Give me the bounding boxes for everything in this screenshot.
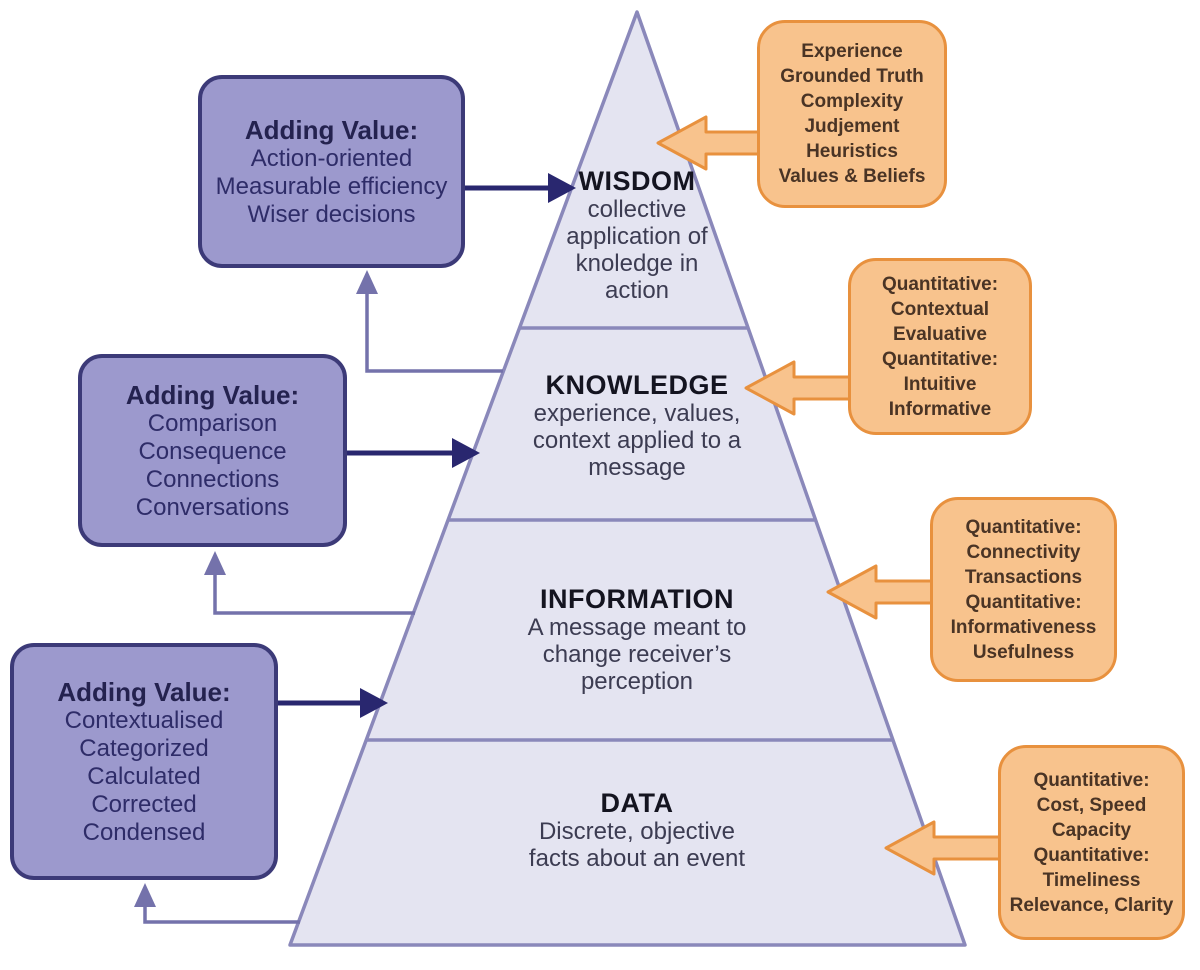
elbow-arrow-knowledge-to-wisdom-box	[356, 270, 503, 373]
adding-value-line: Calculated	[87, 762, 201, 790]
level-description-line: perception	[580, 668, 694, 695]
attribute-line: Heuristics	[806, 141, 898, 162]
attribute-line: Quantitative:	[965, 591, 1082, 613]
attribute-line: Grounded Truth	[780, 66, 924, 87]
level-title-knowledge: KNOWLEDGE	[545, 370, 729, 400]
level-description-line: application of	[566, 223, 708, 250]
attribute-line: Quantitative:	[881, 273, 999, 295]
attribute-line: Values & Beliefs	[778, 166, 926, 187]
adding-value-line: Condensed	[82, 818, 206, 846]
adding-value-line: Categorized	[79, 734, 209, 762]
level-title-data: DATA	[600, 788, 674, 818]
level-description-line: facts about an event	[528, 845, 746, 872]
level-description-line: knoledge in	[575, 250, 699, 277]
adding-value-title: Adding Value:	[244, 114, 419, 145]
attribute-line: Complexity	[800, 91, 904, 112]
level-description-line: collective	[587, 196, 687, 223]
attribute-box-data: Quantitative: Cost, Speed Capacity Quant…	[998, 745, 1185, 940]
level-description-line: change receiver’s	[542, 641, 732, 668]
adding-value-line: Connections	[145, 465, 280, 493]
attribute-line: Intuitive	[903, 373, 977, 395]
attribute-line: Judjement	[804, 116, 900, 137]
pyramid-level-data: DATA Discrete, objective facts about an …	[477, 788, 797, 872]
pyramid-level-information: INFORMATION A message meant to change re…	[477, 584, 797, 695]
attribute-line: Transactions	[964, 566, 1083, 588]
attribute-line: Timeliness	[1042, 869, 1141, 891]
attribute-line: Experience	[801, 41, 903, 62]
elbow-arrow-information-to-knowledge-box	[204, 551, 415, 615]
elbow-arrow-data-to-information-box	[134, 883, 300, 924]
level-description-line: experience, values,	[533, 400, 741, 427]
navy-arrow-to-information	[276, 688, 388, 718]
adding-value-box-information: Adding Value: Contextualised Categorized…	[10, 643, 278, 880]
level-description-line: message	[588, 454, 686, 481]
adding-value-box-wisdom: Adding Value: Action-oriented Measurable…	[198, 75, 465, 268]
attribute-line: Contextual	[890, 298, 990, 320]
adding-value-line: Corrected	[91, 790, 197, 818]
attribute-line: Connectivity	[966, 541, 1081, 563]
adding-value-line: Comparison	[147, 409, 278, 437]
attribute-line: Usefulness	[972, 641, 1075, 663]
level-description-line: A message meant to	[527, 614, 747, 641]
level-title-information: INFORMATION	[540, 584, 734, 614]
attribute-box-knowledge: Quantitative: Contextual Evaluative Quan…	[848, 258, 1032, 435]
level-description-line: context applied to a	[532, 427, 742, 454]
adding-value-line: Measurable efficiency	[215, 172, 448, 200]
adding-value-line: Action-oriented	[250, 144, 413, 172]
navy-arrow-to-knowledge	[345, 438, 480, 468]
attribute-line: Cost, Speed	[1036, 794, 1147, 816]
adding-value-line: Contextualised	[64, 706, 224, 734]
navy-arrow-to-wisdom	[463, 173, 576, 203]
adding-value-line: Consequence	[138, 437, 287, 465]
attribute-line: Quantitative:	[1033, 844, 1150, 866]
level-description-line: Discrete, objective	[538, 818, 736, 845]
pyramid-level-knowledge: KNOWLEDGE experience, values, context ap…	[477, 370, 797, 481]
adding-value-box-knowledge: Adding Value: Comparison Consequence Con…	[78, 354, 347, 547]
adding-value-title: Adding Value:	[57, 676, 231, 707]
level-title-wisdom: WISDOM	[578, 166, 696, 196]
attribute-line: Evaluative	[893, 323, 987, 345]
attribute-line: Quantitative:	[1033, 769, 1150, 791]
adding-value-line: Wiser decisions	[247, 200, 416, 228]
attribute-line: Informative	[888, 398, 992, 420]
attribute-line: Quantitative:	[965, 516, 1082, 538]
attribute-line: Relevance, Clarity	[1009, 894, 1174, 916]
attribute-box-wisdom: Experience Grounded Truth Complexity Jud…	[757, 20, 947, 208]
attribute-box-information: Quantitative: Connectivity Transactions …	[930, 497, 1117, 682]
attribute-line: Informativeness	[950, 616, 1097, 638]
level-description-line: action	[604, 277, 670, 304]
adding-value-line: Conversations	[135, 493, 290, 521]
pyramid-level-wisdom: WISDOM collective application of knoledg…	[477, 166, 797, 304]
pyramid-outline	[288, 10, 967, 947]
attribute-line: Quantitative:	[881, 348, 999, 370]
adding-value-title: Adding Value:	[125, 379, 300, 410]
attribute-line: Capacity	[1051, 819, 1132, 841]
